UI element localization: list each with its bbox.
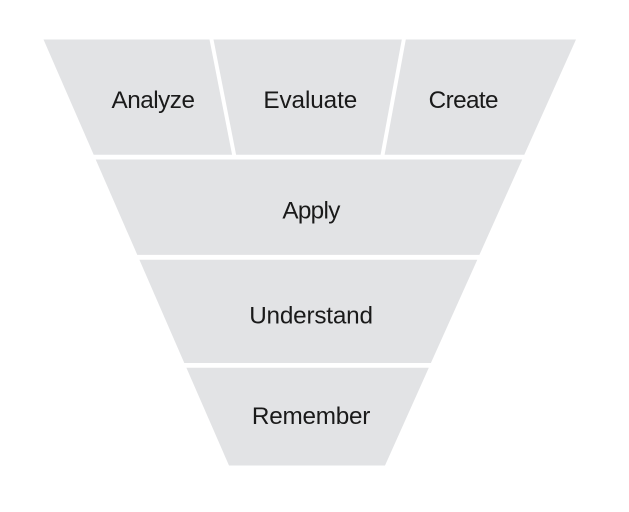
svg-text:Analyze: Analyze bbox=[112, 87, 195, 114]
svg-text:Create: Create bbox=[429, 87, 498, 114]
svg-text:Understand: Understand bbox=[249, 302, 373, 329]
svg-text:Apply: Apply bbox=[282, 198, 341, 225]
svg-text:Remember: Remember bbox=[252, 403, 370, 430]
svg-text:Evaluate: Evaluate bbox=[263, 87, 357, 114]
